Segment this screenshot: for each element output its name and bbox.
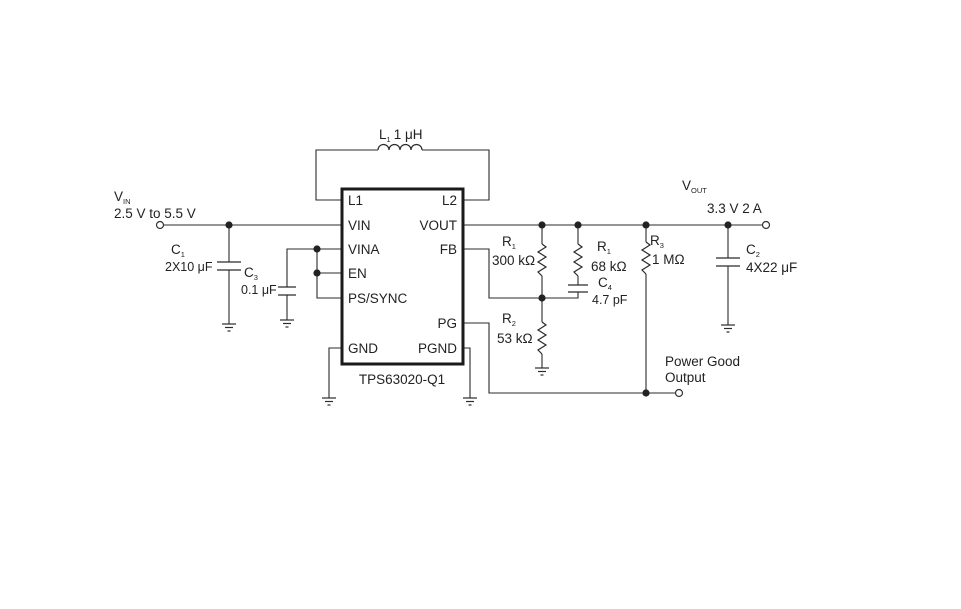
pin-ps-sync: PS/SYNC [348,291,408,306]
r1-left-value: 300 kΩ [492,253,535,268]
ground-r2-icon [535,367,549,376]
pin-l2: L2 [442,193,457,208]
vout-spec: 3.3 V 2 A [707,201,762,216]
power-good-terminal [674,388,684,398]
pin-vout: VOUT [419,218,457,233]
pin-fb: FB [440,242,457,257]
ground-c3-icon [280,319,294,328]
c1-label: C1 [171,242,185,259]
vin-terminal [155,220,165,230]
c3-capacitor [278,286,296,296]
vin-range: 2.5 V to 5.5 V [114,206,196,221]
junction-dots [225,221,732,397]
inductor-symbol [377,143,423,151]
r3-label: R3 [650,233,664,250]
r1-300k-resistor [536,243,548,277]
pin-l1: L1 [348,193,363,208]
r3-value: 1 MΩ [652,252,685,267]
power-good-label-line1: Power Good [665,354,740,369]
c4-capacitor [568,284,588,293]
chip-name: TPS63020-Q1 [359,372,445,387]
r1-left-label: R1 [502,234,516,251]
ic-body [340,187,465,366]
ground-c1-icon [222,323,236,332]
c3-label: C3 [244,265,258,282]
r1-68k-resistor [572,243,584,277]
c2-capacitor [716,257,740,267]
vout-label: VOUT [682,178,707,195]
vin-label: VIN [114,189,131,206]
c1-value: 2X10 μF [165,260,213,274]
c2-label: C2 [746,242,760,259]
c2-value: 4X22 μF [746,260,797,275]
ground-pgnd-icon [463,397,477,406]
pin-vina: VINA [348,242,380,257]
r1-right-label: R1 [597,239,611,256]
pin-pg: PG [437,316,457,331]
power-good-label-line2: Output [665,370,706,385]
pin-gnd: GND [348,341,378,356]
c1-capacitor [217,261,241,271]
r3-resistor [640,241,652,275]
r2-value: 53 kΩ [497,331,533,346]
pin-pgnd: PGND [418,341,457,356]
c4-label: C4 [598,275,612,292]
pin-vin: VIN [348,218,371,233]
r2-label: R2 [502,311,516,328]
ground-gnd-icon [322,397,336,406]
ground-c2-icon [721,324,735,333]
r1-right-value: 68 kΩ [591,259,627,274]
pin-en: EN [348,266,367,281]
c4-value: 4.7 pF [592,293,628,307]
vout-terminal [761,220,771,230]
c3-value: 0.1 μF [241,283,277,297]
r2-resistor [536,321,548,355]
